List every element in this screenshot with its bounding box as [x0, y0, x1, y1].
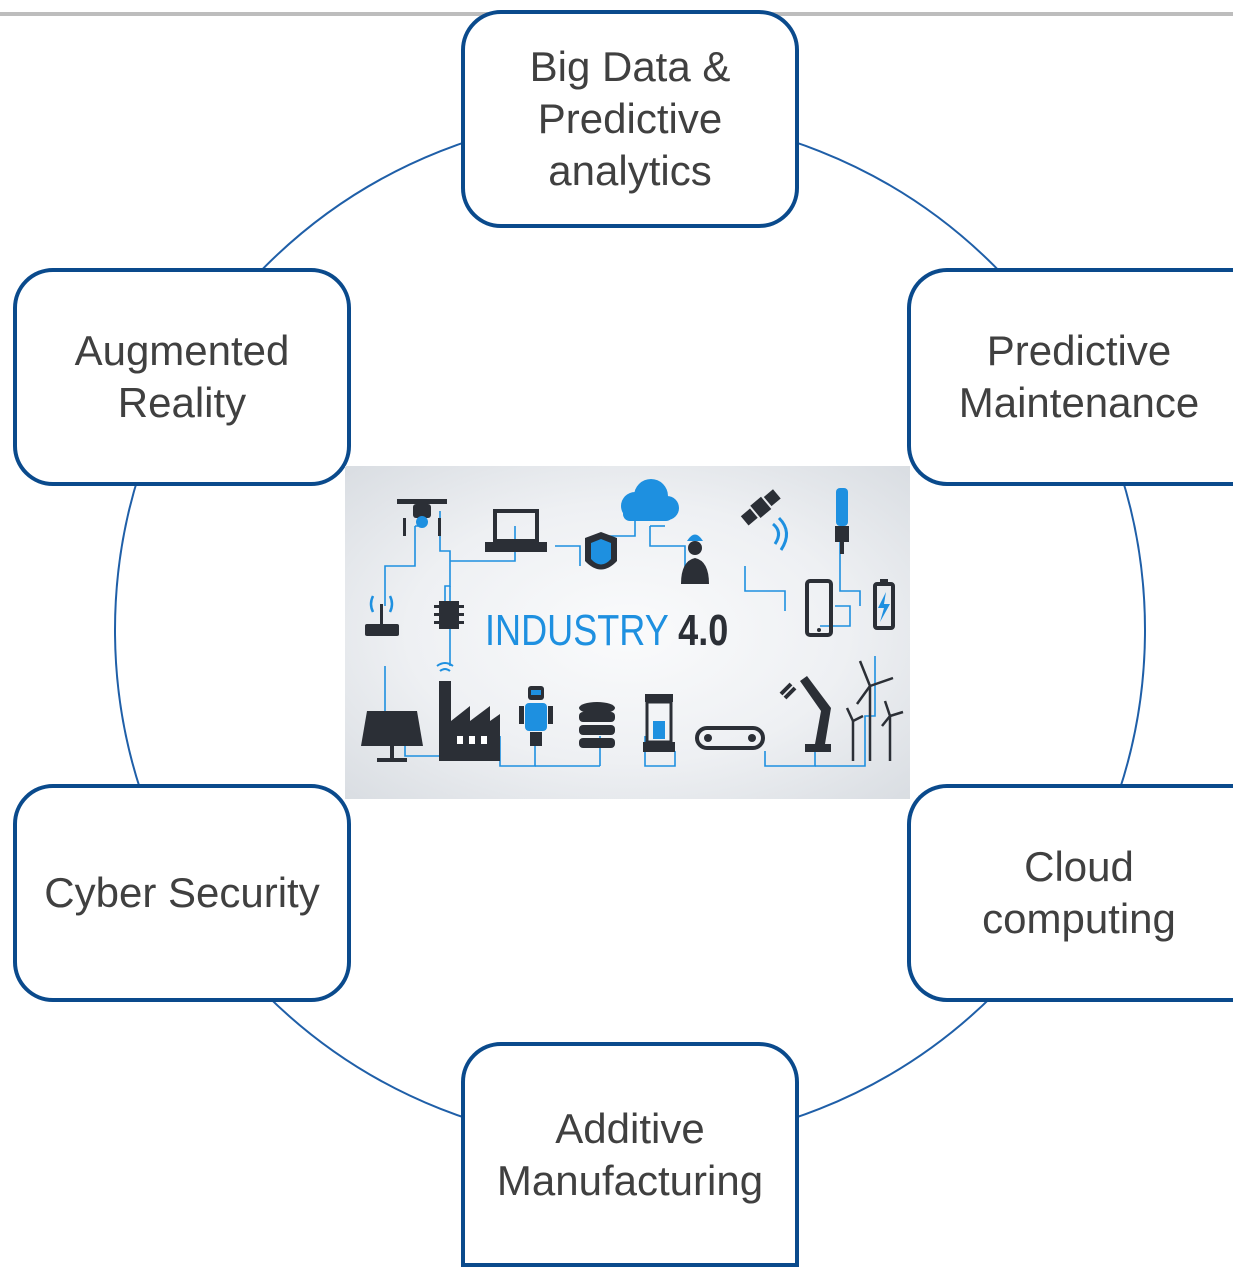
node-augmented-reality: Augmented Reality	[13, 268, 351, 486]
node-cyber-security: Cyber Security	[13, 784, 351, 1002]
node-line: analytics	[548, 147, 712, 194]
node-cloud-computing: Cloud computing	[907, 784, 1233, 1002]
worker-icon	[681, 534, 709, 584]
industry-title-text: INDUSTRY	[485, 606, 679, 655]
node-line: Cloud	[1024, 843, 1134, 890]
laptop-icon	[485, 509, 547, 552]
robot-icon	[519, 686, 553, 746]
node-line: Predictive	[986, 327, 1172, 374]
drone-icon	[397, 499, 447, 536]
node-line: Predictive	[537, 95, 723, 142]
node-line: Maintenance	[958, 379, 1200, 426]
battery-icon	[873, 579, 895, 630]
industry-icons	[361, 479, 904, 767]
lightbulb-icon	[835, 488, 849, 554]
node-big-data-predictive-analytics: Big Data & Predictive analytics	[461, 10, 799, 228]
node-line: Manufacturing	[496, 1156, 764, 1204]
factory-icon	[436, 662, 500, 761]
conveyor-belt-icon	[695, 726, 765, 750]
node-line: computing	[982, 895, 1176, 942]
node-additive-manufacturing: Additive Manufacturing	[461, 1042, 799, 1267]
solar-panel-icon	[361, 711, 423, 762]
wind-turbine-icon	[845, 660, 904, 761]
node-line: Big Data &	[529, 43, 731, 90]
router-icon	[365, 595, 399, 636]
industry-version-text: 4.0	[678, 606, 729, 655]
industry-4-illustration: INDUSTRY 4.0	[345, 466, 910, 799]
cloud-icon	[621, 479, 679, 521]
smartphone-icon	[805, 579, 833, 637]
node-line: Augmented	[74, 327, 290, 374]
chip-icon	[434, 601, 464, 629]
3d-printer-icon	[643, 694, 675, 752]
database-icon	[579, 702, 615, 748]
node-line: Cyber Security	[44, 869, 320, 916]
node-line: Reality	[117, 379, 247, 426]
industry-4-title: INDUSTRY 4.0	[485, 606, 728, 656]
satellite-icon	[740, 489, 781, 526]
robotic-arm-icon	[779, 676, 831, 752]
shield-icon	[585, 532, 617, 570]
node-line: Additive	[555, 1104, 705, 1152]
node-predictive-maintenance: Predictive Maintenance	[907, 268, 1233, 486]
